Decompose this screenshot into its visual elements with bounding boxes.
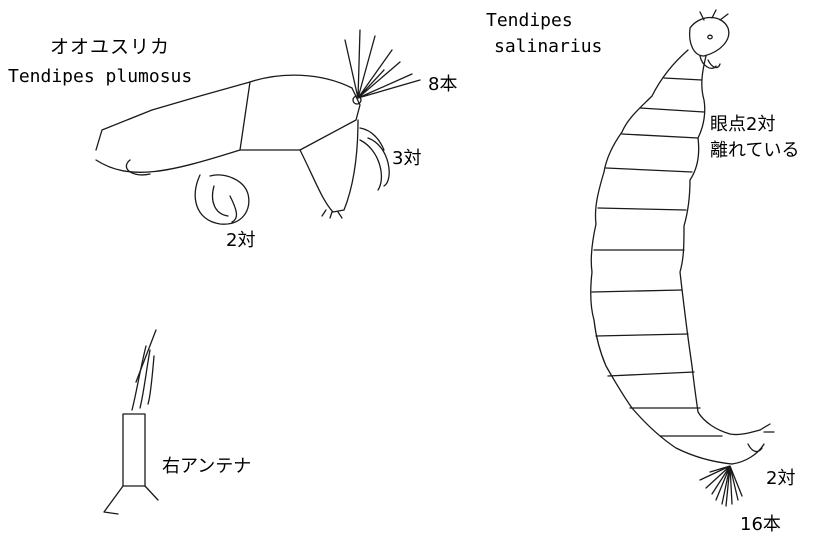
salinarius-head: [690, 18, 729, 57]
plumosus-prolegs-bottom: [195, 175, 249, 224]
plumosus-head-capsule: [240, 75, 360, 150]
antenna-sensory-lobes: [132, 346, 154, 410]
plumosus-bristle-tuft: [345, 30, 420, 98]
antenna-base: [104, 486, 158, 514]
salinarius-segment-dividers: [592, 78, 722, 436]
salinarius-name-line2: salinarius: [494, 38, 602, 56]
salinarius-tail-bristle-count-label: 16本: [740, 516, 781, 534]
salinarius-eye: [708, 35, 712, 39]
plumosus-bottom-pairs-label: 2対: [226, 232, 255, 250]
plumosus-scientific-name: Tendipes plumosus: [8, 68, 192, 86]
plumosus-prolegs-front: [360, 128, 389, 190]
plumosus-body-segment: [96, 82, 250, 150]
salinarius-tail-bristles: [700, 466, 742, 506]
antenna-drawing: [104, 330, 158, 514]
salinarius-front-prolegs: [700, 56, 720, 68]
antenna-shaft: [123, 414, 145, 486]
salinarius-larva-drawing: [591, 10, 774, 506]
plumosus-larva-drawing: [96, 30, 420, 224]
salinarius-eyespot-label-line1: 眼点2対: [710, 116, 775, 134]
salinarius-tail-prolegs: [732, 424, 774, 464]
plumosus-japanese-name: オオユスリカ: [50, 38, 170, 57]
salinarius-body-outline-left: [591, 50, 732, 464]
salinarius-eyespot-label-line2: 離れている: [710, 142, 799, 160]
plumosus-body-underside: [96, 150, 240, 172]
plumosus-segment-divider: [240, 82, 250, 150]
plumosus-bristle-count-label: 8本: [428, 76, 457, 94]
salinarius-tail-pairs-label: 2対: [766, 470, 795, 488]
salinarius-name-line1: Tendipes: [486, 12, 573, 30]
antenna-label: 右アンテナ: [162, 458, 251, 476]
plumosus-front-pairs-label: 3対: [392, 150, 421, 168]
salinarius-body-outline-right: [680, 56, 760, 435]
